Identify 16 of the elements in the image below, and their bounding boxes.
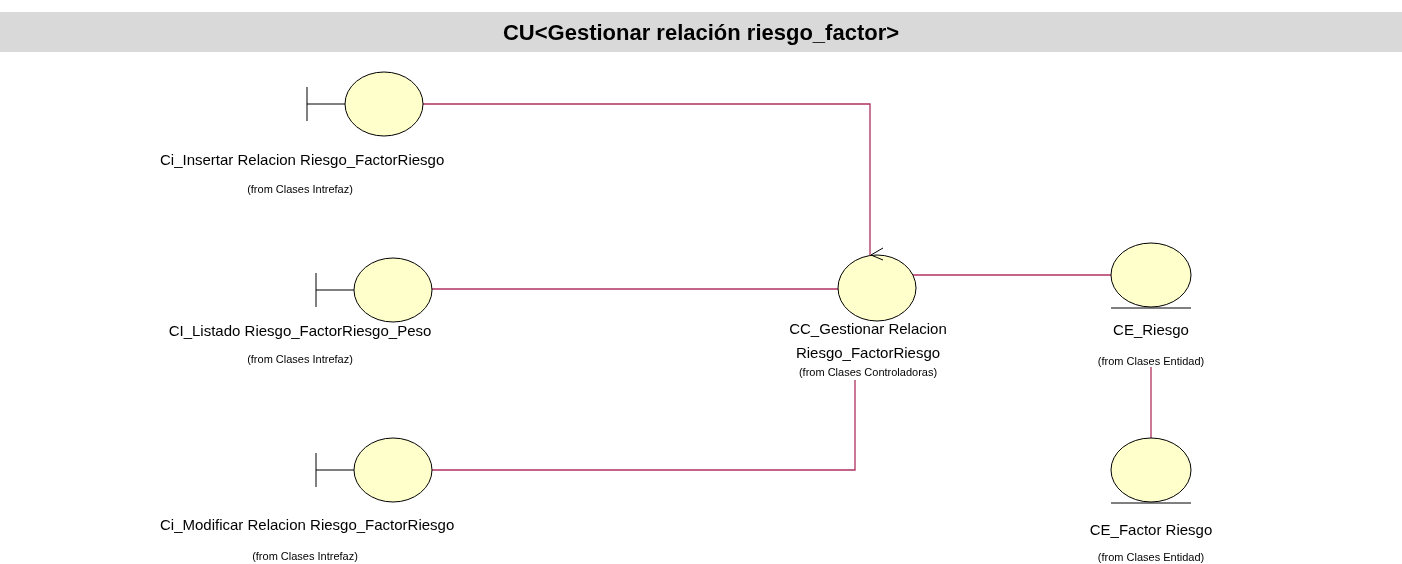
package-note: (from Clases Intrefaz): [246, 182, 354, 196]
package-note: (from Clases Controladoras): [797, 365, 939, 379]
package-note: (from Clases Intrefaz): [251, 549, 359, 563]
association-line: [431, 288, 839, 290]
package-note: (from Clases Entidad): [1096, 354, 1206, 368]
association-line: [422, 103, 871, 257]
package-note: (from Clases Intrefaz): [246, 352, 354, 366]
class-name: CI_Listado Riesgo_FactorRiesgo_Peso: [167, 321, 433, 341]
class-name: CC_Gestionar Relacion Riesgo_FactorRiesgo: [788, 319, 948, 363]
class-name: CE_Riesgo: [1112, 320, 1190, 340]
package-note: (from Clases Entidad): [1096, 550, 1206, 564]
association-line: [912, 274, 1112, 276]
class-name: CE_Factor Riesgo: [1088, 520, 1214, 540]
association-line: [431, 379, 856, 471]
diagram-title: CU<Gestionar relación riesgo_factor>: [501, 20, 901, 46]
association-line: [1150, 366, 1152, 439]
